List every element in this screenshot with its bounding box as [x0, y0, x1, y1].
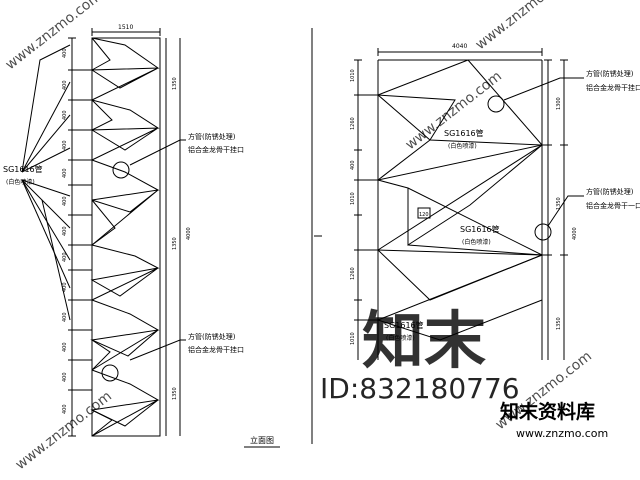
svg-text:1350: 1350 — [556, 197, 562, 210]
right-member-label-2: SG1616管 — [460, 224, 500, 234]
right-member-note-2: (白色喷漆) — [462, 238, 491, 246]
left-annotation-bottom-line2: 铝合金龙骨干挂口 — [188, 345, 244, 354]
left-bottom-caption: 立面图 — [250, 435, 274, 445]
right-tag: 120 — [419, 212, 429, 218]
right-member-note: (白色喷漆) — [448, 142, 477, 150]
svg-text:1350: 1350 — [172, 77, 178, 90]
svg-text:400: 400 — [62, 312, 68, 322]
right-top-dimension: 4040 — [452, 43, 467, 50]
svg-text:1350: 1350 — [172, 387, 178, 400]
svg-text:400: 400 — [62, 140, 68, 150]
watermark-diagonal-1: www.znzmo.com — [3, 0, 105, 73]
watermark-diagonal-5: www.znzmo.com — [403, 68, 505, 153]
right-panel — [354, 48, 584, 360]
svg-text:400: 400 — [350, 160, 356, 170]
svg-text:400: 400 — [62, 48, 68, 58]
right-member-note-3: (白色喷漆) — [386, 334, 415, 342]
right-annotation-top-line1: 方管(防锈处理) — [586, 69, 634, 78]
watermark-diagonal-3: www.znzmo.com — [13, 388, 115, 473]
svg-text:400: 400 — [62, 110, 68, 120]
left-dimension-labels: 400 400 400 400 400 400 400 400 400 400 … — [62, 48, 192, 414]
svg-text:1010: 1010 — [350, 192, 356, 205]
svg-text:1350: 1350 — [172, 237, 178, 250]
svg-text:1010: 1010 — [350, 69, 356, 82]
right-annotation-mid-line2: 铝合金龙骨干一口 — [586, 201, 640, 210]
svg-text:400: 400 — [62, 80, 68, 90]
svg-text:400: 400 — [62, 226, 68, 236]
right-member-label-3: SG1616管 — [384, 320, 424, 330]
right-annotation-mid-line1: 方管(防锈处理) — [586, 187, 634, 196]
right-member-label: SG1616管 — [444, 128, 484, 138]
watermark-diagonal-2: www.znzmo.com — [473, 0, 575, 53]
left-annotation-top-line1: 方管(防锈处理) — [188, 132, 236, 141]
left-annotation-bottom-line1: 方管(防锈处理) — [188, 332, 236, 341]
left-panel — [21, 28, 186, 437]
svg-text:4000: 4000 — [186, 227, 192, 240]
svg-text:1260: 1260 — [350, 117, 356, 130]
svg-text:1010: 1010 — [350, 332, 356, 345]
left-member-note: (白色喷漆) — [6, 178, 35, 186]
svg-text:400: 400 — [62, 196, 68, 206]
svg-text:400: 400 — [62, 404, 68, 414]
watermark-brand-cn: 知末资料库 — [500, 400, 595, 423]
svg-text:1300: 1300 — [556, 97, 562, 110]
watermark-id: ID:832180776 — [320, 372, 520, 405]
svg-text:1350: 1350 — [556, 317, 562, 330]
svg-text:1260: 1260 — [350, 267, 356, 280]
watermark-logo: 知末 — [362, 304, 486, 377]
right-dimension-labels: 1010 1260 400 1010 1260 1010 1300 1350 1… — [350, 69, 578, 345]
svg-text:4000: 4000 — [572, 227, 578, 240]
svg-text:400: 400 — [62, 168, 68, 178]
right-annotation-top-line2: 铝合金龙骨干挂口 — [586, 83, 640, 92]
svg-text:400: 400 — [62, 342, 68, 352]
svg-text:400: 400 — [62, 252, 68, 262]
left-member-label: SG1616管 — [3, 164, 43, 174]
watermark-url: www.znzmo.com — [516, 427, 608, 440]
left-top-dimension: 1510 — [118, 24, 133, 31]
svg-text:400: 400 — [62, 372, 68, 382]
svg-text:400: 400 — [62, 282, 68, 292]
left-annotation-top-line2: 铝合金龙骨干挂口 — [188, 145, 244, 154]
